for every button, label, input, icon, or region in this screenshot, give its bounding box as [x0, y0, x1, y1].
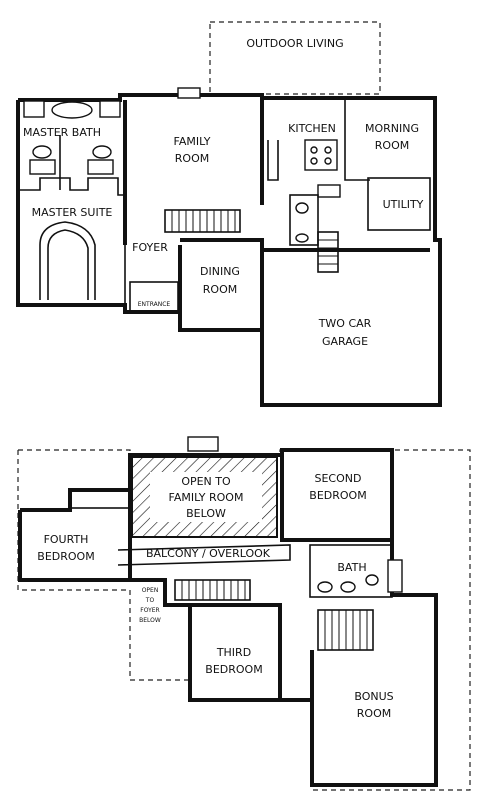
- wall-master-bath-suite: [18, 177, 125, 196]
- second-floor-plan: OPEN TO FAMILY ROOM BELOW SECOND BEDROOM…: [17, 436, 471, 791]
- first-floor-outer-wall: [16, 93, 442, 407]
- sink-left: [32, 145, 52, 159]
- upstairs-toilet: [365, 574, 379, 586]
- vanity-right: [87, 159, 114, 175]
- label-open-to-foyer-2: TO: [145, 597, 155, 604]
- upstairs-tub: [387, 559, 403, 593]
- cooktop-burner: [310, 146, 318, 154]
- label-third-bedroom-1: THIRD: [216, 646, 251, 659]
- vanity-left: [29, 159, 56, 175]
- wall-kitchen-morning: [344, 100, 370, 181]
- entrance-vestibule: [129, 281, 179, 313]
- label-fourth-bedroom-2: BEDROOM: [37, 550, 94, 563]
- label-bonus-room-1: BONUS: [354, 690, 393, 703]
- label-two-car-garage-2: GARAGE: [322, 335, 368, 348]
- utility-room-walls: [367, 177, 431, 231]
- label-open-to-foyer-3: FOYER: [140, 607, 159, 614]
- upstairs-sink-left: [317, 581, 333, 593]
- kitchen-island: [304, 139, 338, 171]
- balcony-rail: [117, 544, 291, 566]
- label-entrance: ENTRANCE: [138, 301, 171, 308]
- open-to-family-room-label-bg: [150, 472, 262, 522]
- label-morning-room-1: MORNING: [365, 122, 419, 135]
- bed-alcove-inner: [47, 229, 89, 300]
- label-foyer: FOYER: [132, 241, 168, 254]
- label-open-to-foyer-4: BELOW: [139, 617, 161, 624]
- label-two-car-garage-1: TWO CAR: [318, 317, 372, 330]
- wall-third-bedroom: [190, 603, 282, 700]
- label-third-bedroom-2: BEDROOM: [205, 663, 262, 676]
- wall-dining-north-east: [180, 238, 264, 330]
- label-open-to-foyer-1: OPEN: [142, 587, 159, 594]
- sink-right: [92, 145, 112, 159]
- cooktop-burner: [324, 146, 332, 154]
- first-floor-stairs: [164, 209, 241, 233]
- bed-alcove: [39, 221, 96, 300]
- label-open-to-3: BELOW: [186, 507, 226, 520]
- kitchen-counter: [267, 140, 279, 181]
- fireplace: [177, 87, 201, 99]
- label-utility: UTILITY: [383, 198, 424, 211]
- label-morning-room-2: ROOM: [375, 139, 409, 152]
- label-bath: BATH: [337, 561, 366, 574]
- powder-toilet: [295, 202, 309, 214]
- powder-sink: [295, 233, 309, 243]
- label-kitchen: KITCHEN: [288, 122, 336, 135]
- label-dining-room-2: ROOM: [203, 283, 237, 296]
- bonus-room-stairs: [317, 609, 374, 651]
- label-second-bedroom-1: SECOND: [315, 472, 362, 485]
- cooktop-burner: [310, 157, 318, 165]
- second-floor-stairs: [174, 579, 251, 601]
- powder-room-walls: [289, 194, 319, 246]
- label-family-room-1: FAMILY: [174, 135, 211, 148]
- label-outdoor-living: OUTDOOR LIVING: [246, 37, 343, 50]
- wall-second-bedroom: [280, 455, 392, 542]
- outdoor-living-area: [209, 21, 381, 95]
- label-open-to-2: FAMILY ROOM: [169, 491, 244, 504]
- label-family-room-2: ROOM: [175, 152, 209, 165]
- shower: [23, 100, 45, 118]
- bathtub: [51, 101, 93, 119]
- label-bonus-room-2: ROOM: [357, 707, 391, 720]
- label-master-suite: MASTER SUITE: [32, 206, 113, 219]
- cooktop-burner: [324, 157, 332, 165]
- label-fourth-bedroom-1: FOURTH: [44, 533, 89, 546]
- label-balcony-overlook: BALCONY / OVERLOOK: [146, 547, 271, 560]
- linen-closet: [99, 100, 121, 118]
- fourth-bedroom-closet: [69, 489, 131, 509]
- chimney: [187, 436, 219, 452]
- first-floor-plan: OUTDOOR LIVING MASTER BATH FAMILY ROOM K…: [16, 21, 442, 407]
- roof-outline-dashed: [18, 449, 471, 791]
- label-open-to-1: OPEN TO: [181, 475, 231, 488]
- label-master-bath: MASTER BATH: [23, 126, 101, 139]
- upstairs-sink-right: [340, 581, 356, 593]
- kitchen-sink: [317, 184, 341, 198]
- label-second-bedroom-2: BEDROOM: [309, 489, 366, 502]
- label-dining-room-1: DINING: [200, 265, 240, 278]
